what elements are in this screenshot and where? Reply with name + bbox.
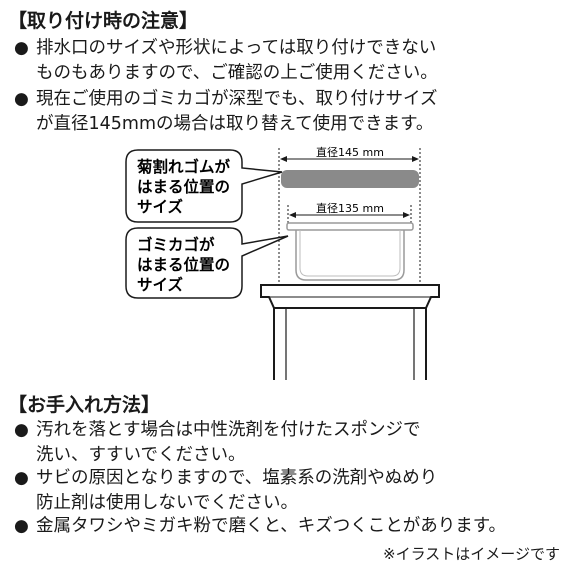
callout-bottom-line-2: はまる位置の (137, 255, 230, 274)
care-bullet-2-line-1: サビの原因となりますので、塩素系の洗剤やぬめり (36, 468, 438, 488)
install-bullet-1-line-2: ものもありますので、ご確認の上ご使用ください。 (36, 63, 438, 83)
install-bullet-2-line-1: 現在ご使用のゴミカゴが深型でも、取り付けサイズ (36, 89, 438, 109)
bullet-icon: ● (14, 420, 29, 440)
care-bullet-2-line-2: 防止剤は使用しないでください。 (36, 493, 298, 513)
care-bullet-3: ● 金属タワシやミガキ粉で磨くと、キズつくことがあります。 (14, 514, 506, 539)
callout-bottom-line-1: ゴミカゴが (137, 235, 215, 254)
bullet-icon: ● (14, 38, 29, 58)
dim-inner-label: 直径135 mm (316, 201, 384, 215)
bullet-icon: ● (14, 516, 29, 536)
callout-rubber-size: 菊割れゴムが はまる位置の サイズ (125, 149, 283, 223)
callout-top-line-3: サイズ (137, 197, 184, 216)
trash-basket (286, 222, 414, 281)
bullet-icon: ● (14, 89, 29, 109)
dimension-outer: 直径145 mm (278, 145, 421, 300)
care-bullet-1-line-1: 汚れを落とす場合は中性洗剤を付けたスポンジで (36, 420, 421, 440)
install-bullet-2-line-2: が直径145mmの場合は取り替えて使用できます。 (36, 114, 434, 134)
install-bullet-1: ● 排水口のサイズや形状によっては取り付けできない ものもありますので、ご確認の… (14, 36, 438, 86)
care-bullet-1-line-2: 洗い、すすいでください。 (36, 445, 246, 465)
care-bullet-3-line-1: 金属タワシやミガキ粉で磨くと、キズつくことがあります。 (36, 516, 507, 536)
bullet-icon: ● (14, 468, 29, 488)
illustration-note: ※イラストはイメージです (383, 545, 560, 563)
install-bullet-2: ● 現在ご使用のゴミカゴが深型でも、取り付けサイズ が直径145mmの場合は取り… (14, 87, 437, 137)
callout-top-line-1: 菊割れゴムが (137, 157, 231, 176)
install-heading: 【取り付け時の注意】 (8, 10, 199, 32)
install-bullet-1-line-1: 排水口のサイズや形状によっては取り付けできない (36, 38, 437, 58)
care-heading: 【お手入れ方法】 (8, 394, 161, 416)
drain-body (260, 284, 440, 380)
dim-outer-label: 直径145 mm (316, 145, 384, 159)
callout-bottom-line-3: サイズ (137, 275, 184, 294)
dimension-inner: 直径135 mm (287, 201, 412, 228)
callout-top-line-2: はまる位置の (137, 177, 230, 196)
rubber-ring-bar (281, 170, 419, 188)
care-bullet-2: ● サビの原因となりますので、塩素系の洗剤やぬめり 防止剤は使用しないでください… (14, 466, 437, 516)
callout-basket-size: ゴミカゴが はまる位置の サイズ (125, 227, 289, 299)
care-bullet-1: ● 汚れを落とす場合は中性洗剤を付けたスポンジで 洗い、すすいでください。 (14, 418, 420, 468)
